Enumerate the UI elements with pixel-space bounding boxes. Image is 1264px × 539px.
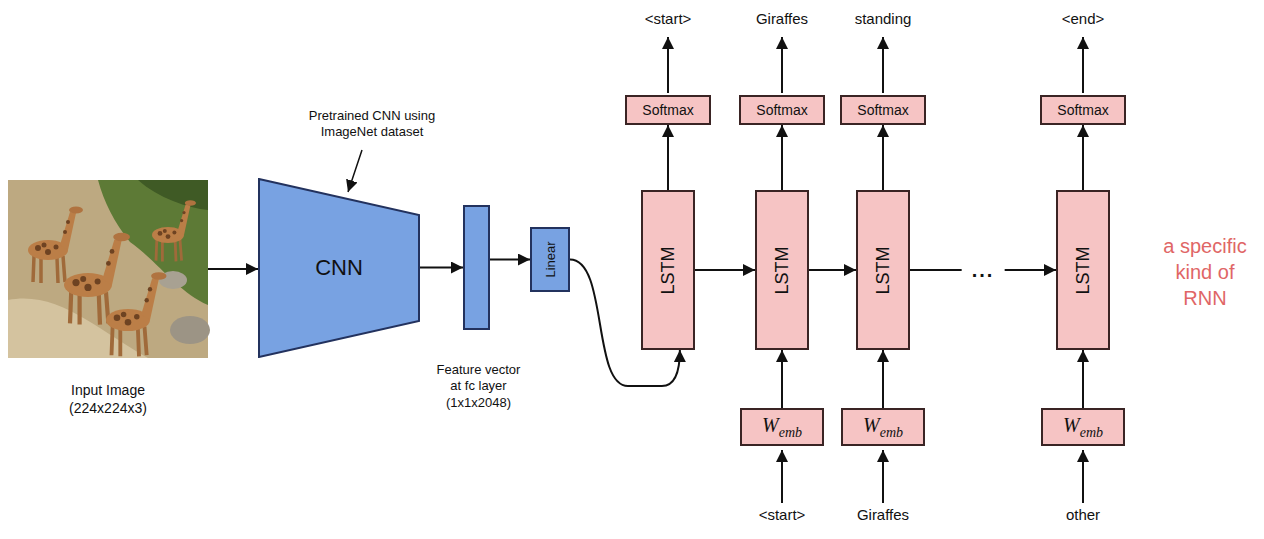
output-arrow-lines bbox=[668, 37, 1083, 93]
lstm-box: LSTM bbox=[856, 190, 910, 350]
annotation: Pretrained CNN using ImageNet dataset bbox=[302, 108, 442, 141]
embedding-label: Wemb bbox=[1063, 414, 1103, 441]
lstm-label: LSTM bbox=[872, 246, 893, 294]
giraffe bbox=[106, 272, 167, 356]
lstm-box: LSTM bbox=[755, 190, 809, 350]
softmax-label: Softmax bbox=[857, 102, 908, 118]
photo-bushes bbox=[138, 180, 208, 210]
linear-label: Linear bbox=[543, 241, 558, 277]
input-photo bbox=[8, 180, 210, 358]
trapezoid-shape bbox=[259, 179, 419, 357]
leader-arrow bbox=[348, 150, 362, 192]
embedding-label: Wemb bbox=[762, 414, 802, 441]
output-arrow bbox=[781, 37, 783, 93]
lstm-label: LSTM bbox=[771, 246, 792, 294]
input-arrow bbox=[781, 450, 783, 503]
embedding-label: Wemb bbox=[863, 414, 903, 441]
vector-caption: Feature vector at fc layer (1x1x2048) bbox=[431, 362, 527, 411]
giraffe bbox=[152, 200, 196, 261]
rnn-note: a specific kind of RNN bbox=[1155, 233, 1255, 311]
embedding-subscript: emb bbox=[779, 425, 802, 440]
image-caption: Input Image (224x224x3) bbox=[43, 382, 173, 417]
linear-box: Linear bbox=[530, 227, 570, 292]
softmax-label: Softmax bbox=[642, 102, 693, 118]
lstm-box: LSTM bbox=[1056, 190, 1110, 350]
output-word: standing bbox=[838, 10, 928, 29]
embedding-symbol: W bbox=[863, 414, 880, 436]
connector-arrow bbox=[667, 125, 669, 190]
input-word: Giraffes bbox=[838, 506, 928, 525]
input-arrow bbox=[882, 450, 884, 503]
connector-arrow bbox=[490, 259, 530, 261]
cnn-trapezoid: CNN bbox=[258, 178, 420, 358]
output-arrow bbox=[882, 37, 884, 93]
connector-arrow bbox=[781, 350, 783, 408]
input-word: <start> bbox=[737, 506, 827, 525]
connector-arrow bbox=[1082, 125, 1084, 190]
connector-arrow bbox=[1082, 350, 1084, 408]
connector-arrow bbox=[695, 269, 755, 271]
output-arrow bbox=[667, 37, 669, 93]
giraffe bbox=[28, 207, 83, 284]
connector-arrow bbox=[882, 350, 884, 408]
embedding-symbol: W bbox=[1063, 414, 1080, 436]
softmax-box: Softmax bbox=[739, 95, 825, 125]
softmax-box: Softmax bbox=[1040, 95, 1126, 125]
feature-vector: Feature vector at fc layer (1x1x2048) bbox=[463, 205, 490, 330]
connector-arrow bbox=[809, 269, 856, 271]
output-arrow bbox=[1082, 37, 1084, 93]
input-word: other bbox=[1038, 506, 1128, 525]
output-word: <start> bbox=[623, 10, 713, 29]
embedding-symbol: W bbox=[762, 414, 779, 436]
output-word: Giraffes bbox=[737, 10, 827, 29]
connector-label: ... bbox=[962, 258, 1005, 282]
connector-arrow bbox=[208, 268, 258, 270]
embedding-subscript: emb bbox=[1080, 425, 1103, 440]
output-word: <end> bbox=[1038, 10, 1128, 29]
photo-rock bbox=[170, 316, 210, 344]
softmax-label: Softmax bbox=[756, 102, 807, 118]
connector-arrow bbox=[420, 267, 463, 269]
softmax-label: Softmax bbox=[1057, 102, 1108, 118]
embedding-box: Wemb bbox=[841, 408, 925, 446]
input-arrow bbox=[1082, 450, 1084, 503]
lstm-box: LSTM bbox=[641, 190, 695, 350]
embedding-box: Wemb bbox=[740, 408, 824, 446]
softmax-box: Softmax bbox=[625, 95, 711, 125]
input-image: Input Image (224x224x3) bbox=[8, 180, 208, 358]
lstm-label: LSTM bbox=[657, 246, 678, 294]
embedding-subscript: emb bbox=[880, 425, 903, 440]
connector-arrow bbox=[882, 125, 884, 190]
lstm-label: LSTM bbox=[1072, 246, 1093, 294]
embedding-box: Wemb bbox=[1041, 408, 1125, 446]
cnn-label: CNN bbox=[315, 255, 363, 281]
connector-arrow bbox=[781, 125, 783, 190]
softmax-box: Softmax bbox=[840, 95, 926, 125]
